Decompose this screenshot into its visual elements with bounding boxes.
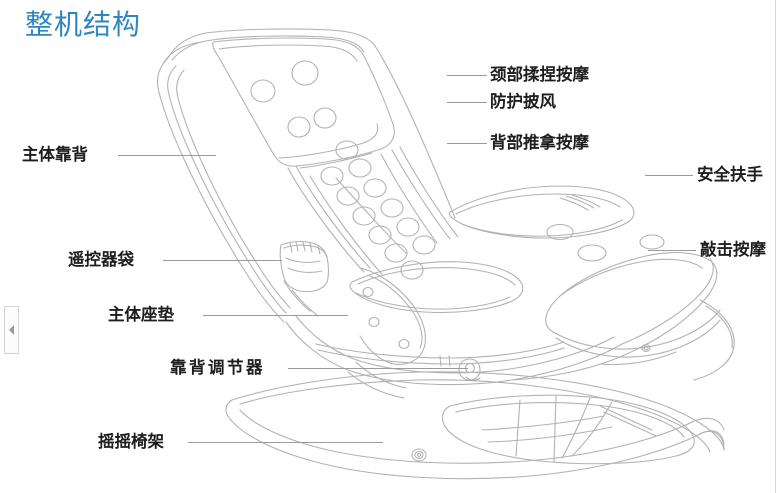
- chevron-left-icon: [9, 325, 14, 335]
- callout-label-recline-adjuster: 靠背调节器: [170, 358, 265, 377]
- callout-label-rocking-frame: 摇摇椅架: [98, 432, 164, 451]
- callout-label-remote-pocket: 遥控器袋: [68, 250, 134, 269]
- callout-label-protective-cape: 防护披风: [490, 92, 556, 111]
- callout-label-seat-cushion: 主体座垫: [108, 305, 174, 324]
- leader-line-rocking-frame: [188, 442, 383, 443]
- leader-line-knock-massage: [648, 250, 696, 251]
- leader-line-remote-pocket: [163, 260, 282, 261]
- callout-label-safety-armrest: 安全扶手: [697, 165, 763, 184]
- sidebar-collapse-tab[interactable]: [4, 306, 19, 354]
- leader-line-recline-adjuster: [288, 368, 468, 369]
- leader-line-back-massage: [447, 143, 487, 144]
- leader-line-main-backrest: [118, 155, 216, 156]
- callout-label-back-massage: 背部推拿按摩: [490, 133, 589, 152]
- callout-label-knock-massage: 敲击按摩: [700, 240, 766, 259]
- callout-label-neck-massage: 颈部揉捏按摩: [490, 65, 589, 84]
- page-right-border: [775, 0, 776, 493]
- callout-label-main-backrest: 主体靠背: [22, 145, 88, 164]
- leader-line-neck-massage: [447, 75, 487, 76]
- page-title: 整机结构: [25, 8, 142, 41]
- leader-line-cape: [447, 102, 487, 103]
- leader-line-safety-armrest: [645, 175, 693, 176]
- leader-line-seat-cushion: [203, 315, 348, 316]
